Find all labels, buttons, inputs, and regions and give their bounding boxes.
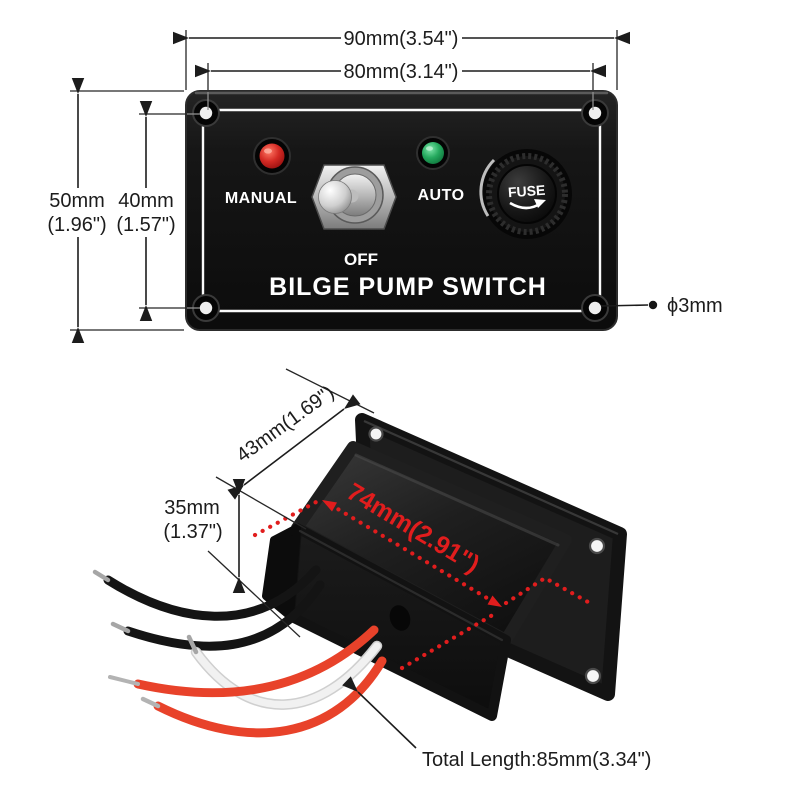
red-dotted-main-line <box>328 502 495 604</box>
front-view-dimensions: 90mm(3.54") 80mm(3.14") 50mm (1.96") 40m <box>43 27 723 343</box>
ext-line-35-bottom <box>207 550 301 638</box>
hole-dia-leader-dot <box>648 300 658 310</box>
fuse-knob <box>497 164 557 224</box>
white-wire <box>192 642 381 709</box>
flange-hole-top-left <box>368 426 384 442</box>
screw-hole-bottom-right <box>581 294 609 322</box>
box-front-hole <box>389 605 411 631</box>
red-dotted-front-segment <box>399 610 499 671</box>
flange-hole-bottom-right <box>584 667 602 685</box>
red-wire-1-stripped-tip <box>108 675 140 686</box>
front-view: FUSE MANUAL AUTO OFF BILGE PUMP SWITCH 9… <box>43 27 723 343</box>
red-wire-1 <box>133 625 379 698</box>
toggle-switch[interactable] <box>311 164 397 230</box>
total-length-leader-line <box>342 676 417 749</box>
black-wire-1-stripped-tip <box>92 569 111 583</box>
hole-dia-label: ϕ3mm <box>667 295 723 317</box>
dim-line-43mm <box>227 394 361 500</box>
dim-35mm-label: 35mm <box>164 497 220 519</box>
red-wire-2-stripped-tip <box>140 696 161 709</box>
screw-hole-top-left <box>192 99 220 127</box>
dim-90mm-label: 90mm(3.54") <box>344 28 459 50</box>
dim-80mm-label: 80mm(3.14") <box>344 61 459 83</box>
red-dotted-right-wrap <box>503 575 591 606</box>
dim-90-text-bg <box>341 27 462 49</box>
total-length-label: Total Length:85mm(3.34") <box>422 749 651 771</box>
off-label: OFF <box>344 250 378 269</box>
toggle-lever-ball <box>318 180 352 214</box>
switch-panel-faceplate <box>185 90 618 331</box>
dim-40mm-inches-label: (1.57") <box>116 214 175 236</box>
panel-border-line <box>201 108 602 313</box>
box-front-edge-highlight <box>298 529 504 642</box>
flange-hole-top-right <box>588 537 606 555</box>
dim-50-text-bg <box>43 188 112 237</box>
flange-edge-glint <box>363 419 619 536</box>
fuse-bezel-glint <box>479 158 496 217</box>
dim-80-text-bg <box>341 60 462 82</box>
dim-40mm-label: 40mm <box>118 190 174 212</box>
panel-screw-holes <box>192 99 609 322</box>
hole-dia-leader-line <box>600 304 649 307</box>
dim-50mm-inches-label: (1.96") <box>47 214 106 236</box>
manual-led-indicator <box>253 137 291 175</box>
box-top-edge-highlight <box>354 453 560 547</box>
black-wire-2-stripped-tip <box>110 621 131 634</box>
auto-label: AUTO <box>417 187 464 204</box>
white-wire-stripped-tip <box>186 634 199 655</box>
dim-40-text-bg <box>112 188 181 237</box>
panel-title: BILGE PUMP SWITCH <box>269 273 547 301</box>
red-arrow-left <box>322 500 337 512</box>
black-wire-1 <box>103 565 321 621</box>
rear-view: 74mm(2.91") 43mm(1.69") 35mm (1.37") Tot… <box>92 368 651 771</box>
dim-35mm-inches-label: (1.37") <box>163 521 222 543</box>
fuse-label: FUSE <box>507 182 545 201</box>
black-wire-2 <box>123 580 325 651</box>
fuse-button[interactable]: FUSE <box>479 149 572 239</box>
screw-hole-top-right <box>581 99 609 127</box>
auto-led-indicator <box>416 136 450 170</box>
manual-label: MANUAL <box>225 190 297 207</box>
ext-line-35-top <box>215 476 307 530</box>
fuse-arrow-head <box>534 199 546 208</box>
red-wire-2 <box>153 656 387 738</box>
dim-50mm-label: 50mm <box>49 190 105 212</box>
wires <box>92 565 387 738</box>
red-arrow-right <box>487 595 502 607</box>
